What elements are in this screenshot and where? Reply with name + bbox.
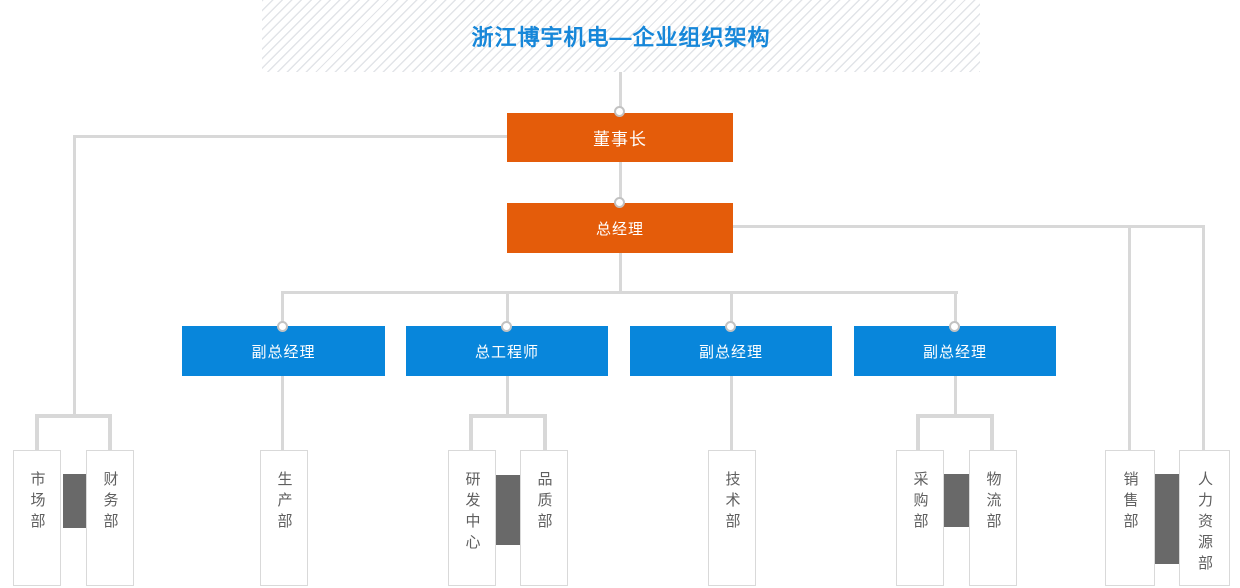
dot-gm-top [614,197,625,208]
dot-manager-4-top [949,321,960,332]
node-dept-technology-label: 技术部 [723,471,741,534]
node-dept-sales-label: 销售部 [1121,471,1139,534]
node-deputy-gm-1: 副总经理 [182,326,385,376]
node-dept-marketing-label: 市场部 [28,471,46,534]
dark-block-marketing-finance [63,474,87,528]
connector-to-production [281,376,284,450]
dark-block-sales-hr [1154,474,1179,564]
node-dept-sales: 销售部 [1105,450,1155,586]
node-dept-logistics-label: 物流部 [984,471,1002,534]
connector-manager-splitter [282,291,958,294]
node-chairman: 董事长 [507,113,733,162]
node-dept-hr: 人力资源部 [1179,450,1230,586]
title-banner: 浙江博宇机电—企业组织架构 [262,0,980,72]
node-dept-purchasing-label: 采购部 [911,471,929,534]
node-deputy-gm-2-label: 副总经理 [698,343,763,361]
node-deputy-gm-3: 副总经理 [854,326,1056,376]
dot-chairman-top [614,106,625,117]
node-chairman-label: 董事长 [593,130,647,149]
connector-stub-manager-2 [506,291,509,323]
node-dept-production: 生产部 [260,450,308,586]
connector-to-sales [1128,225,1131,450]
connector-chairman-to-gm [619,162,622,200]
node-dept-rnd-center: 研发中心 [448,450,496,586]
dot-manager-3-top [725,321,736,332]
connector-gm-down [619,253,622,293]
connector-to-hr [1202,225,1205,450]
connector-to-marketing [35,414,39,450]
node-chief-engineer: 总工程师 [406,326,608,376]
connector-left-vertical [73,135,76,418]
connector-right-pair-splitter [916,414,994,418]
dot-manager-1-top [277,321,288,332]
node-dept-rnd-center-label: 研发中心 [463,471,481,555]
connector-stub-manager-3 [730,291,733,323]
node-deputy-gm-3-label: 副总经理 [922,343,987,361]
connector-mid-pair-splitter [470,414,547,418]
node-dept-production-label: 生产部 [275,471,293,534]
connector-to-purchasing [916,414,920,450]
connector-manager4-down [954,376,957,416]
node-general-manager-label: 总经理 [595,220,644,238]
node-dept-finance: 财务部 [86,450,134,586]
node-deputy-gm-2: 副总经理 [630,326,832,376]
connector-title-to-chairman [619,72,622,110]
node-dept-quality: 品质部 [520,450,568,586]
connector-chairman-left-horizontal [73,135,509,138]
connector-engineer-down [506,376,509,416]
connector-to-quality [543,414,547,450]
node-deputy-gm-1-label: 副总经理 [251,343,316,361]
node-dept-quality-label: 品质部 [535,471,553,534]
connector-gm-right-horizontal [733,225,1205,228]
connector-left-pair-splitter [35,414,112,418]
connector-to-rnd [469,414,473,450]
node-dept-marketing: 市场部 [13,450,61,586]
dark-block-purchasing-logistics [944,474,969,527]
connector-stub-manager-4 [954,291,957,323]
node-dept-purchasing: 采购部 [896,450,944,586]
connector-stub-manager-1 [281,291,284,323]
page-title: 浙江博宇机电—企业组织架构 [471,25,771,50]
connector-to-finance [108,414,112,450]
dark-block-rnd-quality [496,475,521,545]
connector-to-logistics [990,414,994,450]
dot-manager-2-top [501,321,512,332]
node-dept-technology: 技术部 [708,450,756,586]
node-dept-hr-label: 人力资源部 [1196,471,1213,576]
node-dept-logistics: 物流部 [969,450,1017,586]
node-chief-engineer-label: 总工程师 [474,343,539,361]
node-dept-finance-label: 财务部 [101,471,119,534]
node-general-manager: 总经理 [507,203,733,253]
connector-to-technology [730,376,733,450]
